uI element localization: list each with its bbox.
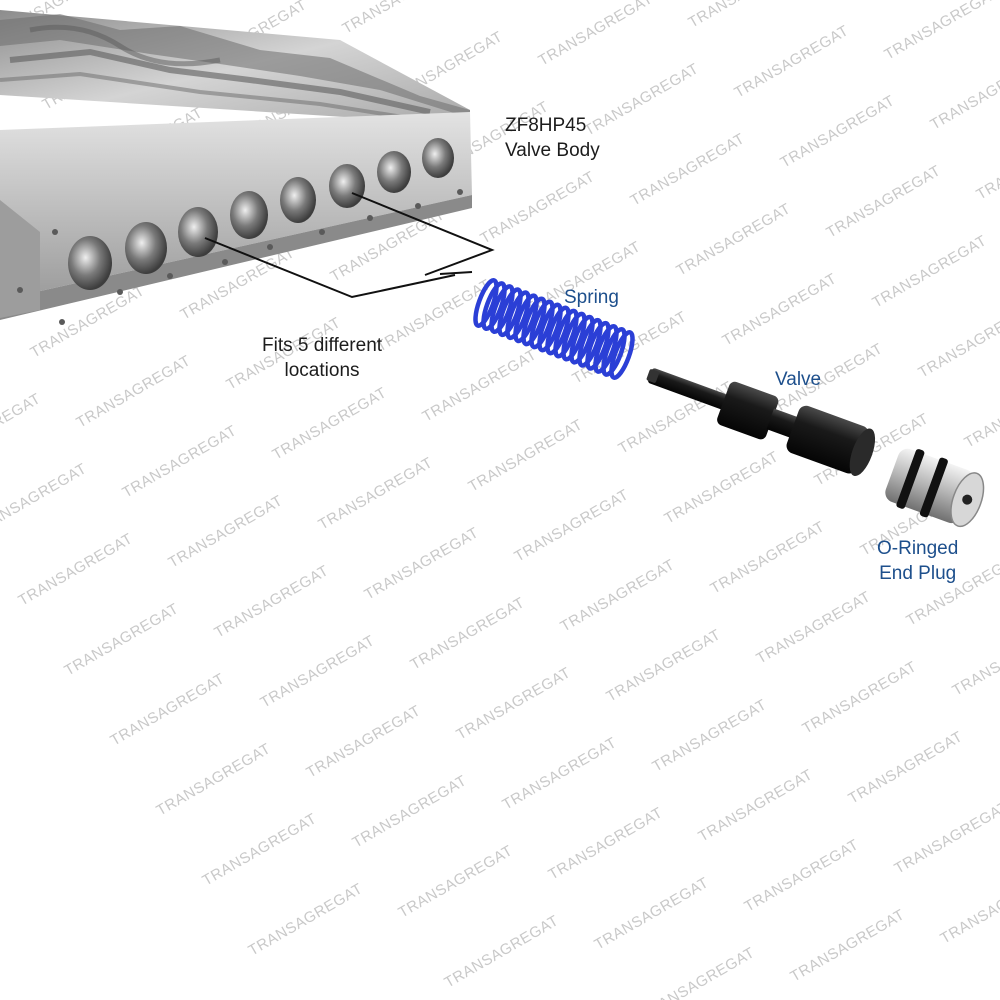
spring-label: Spring (564, 285, 619, 310)
valve-illustration (646, 368, 876, 477)
watermark-text: TRANSAGREGAT (696, 766, 816, 845)
watermark-text: TRANSAGREGAT (500, 734, 620, 813)
spring-coil (497, 287, 523, 338)
leader-lines (204, 192, 495, 299)
watermark-text: TRANSAGREGAT (892, 798, 1000, 877)
watermark-text: TRANSAGREGAT (788, 906, 908, 985)
watermark-text: TRANSAGREGAT (154, 740, 274, 819)
watermark-text: TRANSAGREGAT (212, 562, 332, 641)
watermark-text: TRANSAGREGAT (200, 810, 320, 889)
watermark-text: TRANSAGREGAT (340, 0, 460, 37)
watermark-text: TRANSAGREGAT (732, 22, 852, 101)
watermark-text: TRANSAGREGAT (512, 486, 632, 565)
watermark-text: TRANSAGREGAT (674, 200, 794, 279)
valve-body-illustration (0, 10, 472, 325)
spring-illustration (473, 278, 635, 380)
spring-coil (561, 311, 587, 362)
watermark-text: TRANSAGREGAT (536, 0, 656, 69)
watermark-text: TRANSAGREGAT (316, 454, 436, 533)
watermark-text: TRANSAGREGAT (720, 270, 840, 349)
watermark-text: TRANSAGREGAT (466, 416, 586, 495)
watermark-text: TRANSAGREGAT (778, 92, 898, 171)
watermark-text: TRANSAGREGAT (962, 372, 1000, 451)
watermark-text: TRANSAGREGAT (628, 130, 748, 209)
spring-coil (481, 281, 507, 332)
spring-coil (537, 302, 563, 353)
fits-locations-label-line-1: Fits 5 different (262, 335, 383, 356)
watermark-text: TRANSAGREGAT (362, 524, 482, 603)
watermark-text: TRANSAGREGAT (686, 0, 806, 31)
spring-coil (585, 320, 611, 371)
watermark-text: TRANSAGREGAT (950, 620, 1000, 699)
watermark-text: TRANSAGREGAT (396, 842, 516, 921)
spring-coil (577, 317, 603, 368)
watermark-text: TRANSAGREGAT (120, 422, 240, 501)
watermark-text: TRANSAGREGAT (650, 696, 770, 775)
watermark-text: TRANSAGREGAT (974, 124, 1000, 203)
spring-label-text: Spring (564, 287, 619, 308)
watermark-text: TRANSAGREGAT (454, 664, 574, 743)
watermark-text: TRANSAGREGAT (546, 804, 666, 883)
watermark-text: TRANSAGREGAT (928, 54, 1000, 133)
watermark-text: TRANSAGREGAT (144, 0, 264, 5)
watermark-text: TRANSAGREGAT (16, 530, 136, 609)
watermark-text: TRANSAGREGAT (882, 0, 1000, 63)
spring-coil (545, 305, 571, 356)
spring-coil (513, 293, 539, 344)
watermark-text: TRANSAGREGAT (350, 772, 470, 851)
fits-locations-label: Fits 5 different locations (262, 333, 382, 383)
watermark-text: TRANSAGREGAT (870, 232, 990, 311)
watermark-text: TRANSAGREGAT (108, 670, 228, 749)
watermark-text: TRANSAGREGAT (604, 626, 724, 705)
spring-coil (529, 299, 555, 350)
watermark-text: TRANSAGREGAT (592, 874, 712, 953)
watermark-text: TRANSAGREGAT (442, 912, 562, 991)
watermark-text: TRANSAGREGAT (0, 460, 90, 539)
fits-locations-label-line-2: locations (284, 360, 360, 381)
valve-body-label: ZF8HP45 Valve Body (505, 113, 600, 163)
valve-body-bores (68, 138, 454, 290)
spring-coil (553, 308, 579, 359)
spring-coil (473, 278, 499, 328)
watermark-text: TRANSAGREGAT (74, 352, 194, 431)
watermark-text: TRANSAGREGAT (258, 632, 378, 711)
watermark-text: TRANSAGREGAT (754, 588, 874, 667)
spring-coil (505, 290, 531, 341)
watermark-text: TRANSAGREGAT (846, 728, 966, 807)
watermark-text: TRANSAGREGAT (478, 168, 598, 247)
spring-coil (521, 296, 547, 347)
watermark-text: TRANSAGREGAT (62, 600, 182, 679)
watermark-text: TRANSAGREGAT (304, 702, 424, 781)
end-plug-label-line-1: O-Ringed (877, 538, 959, 559)
watermark-text: TRANSAGREGAT (166, 492, 286, 571)
watermark-text: TRANSAGREGAT (742, 836, 862, 915)
watermark-text: TRANSAGREGAT (408, 594, 528, 673)
valve-body-label-line-1: ZF8HP45 (505, 115, 587, 136)
spring-coil (489, 284, 515, 335)
spring-coil (593, 323, 619, 374)
spring-coil (601, 326, 627, 377)
watermark-text: TRANSAGREGAT (824, 162, 944, 241)
watermark-text: TRANSAGREGAT (246, 880, 366, 959)
watermark-text: TRANSAGREGAT (916, 302, 1000, 381)
valve-label: Valve (775, 367, 821, 392)
watermark-text: TRANSAGREGAT (420, 346, 540, 425)
spring-coil (609, 330, 635, 380)
watermark-text: TRANSAGREGAT (708, 518, 828, 597)
valve-body-label-line-2: Valve Body (505, 140, 600, 161)
end-plug-label-line-2: End Plug (879, 563, 957, 584)
watermark-text: TRANSAGREGAT (638, 944, 758, 1000)
watermark-text: TRANSAGREGAT (800, 658, 920, 737)
watermark-text: TRANSAGREGAT (938, 868, 1000, 947)
watermark-text: TRANSAGREGAT (270, 384, 390, 463)
watermark-text: TRANSAGREGAT (0, 390, 44, 469)
valve-label-text: Valve (775, 369, 822, 390)
end-plug-illustration (885, 448, 985, 528)
watermark-text: TRANSAGREGAT (558, 556, 678, 635)
end-plug-label: O-Ringed End Plug (877, 536, 958, 586)
watermark-text: TRANSAGREGAT (662, 448, 782, 527)
spring-coil (569, 314, 595, 365)
